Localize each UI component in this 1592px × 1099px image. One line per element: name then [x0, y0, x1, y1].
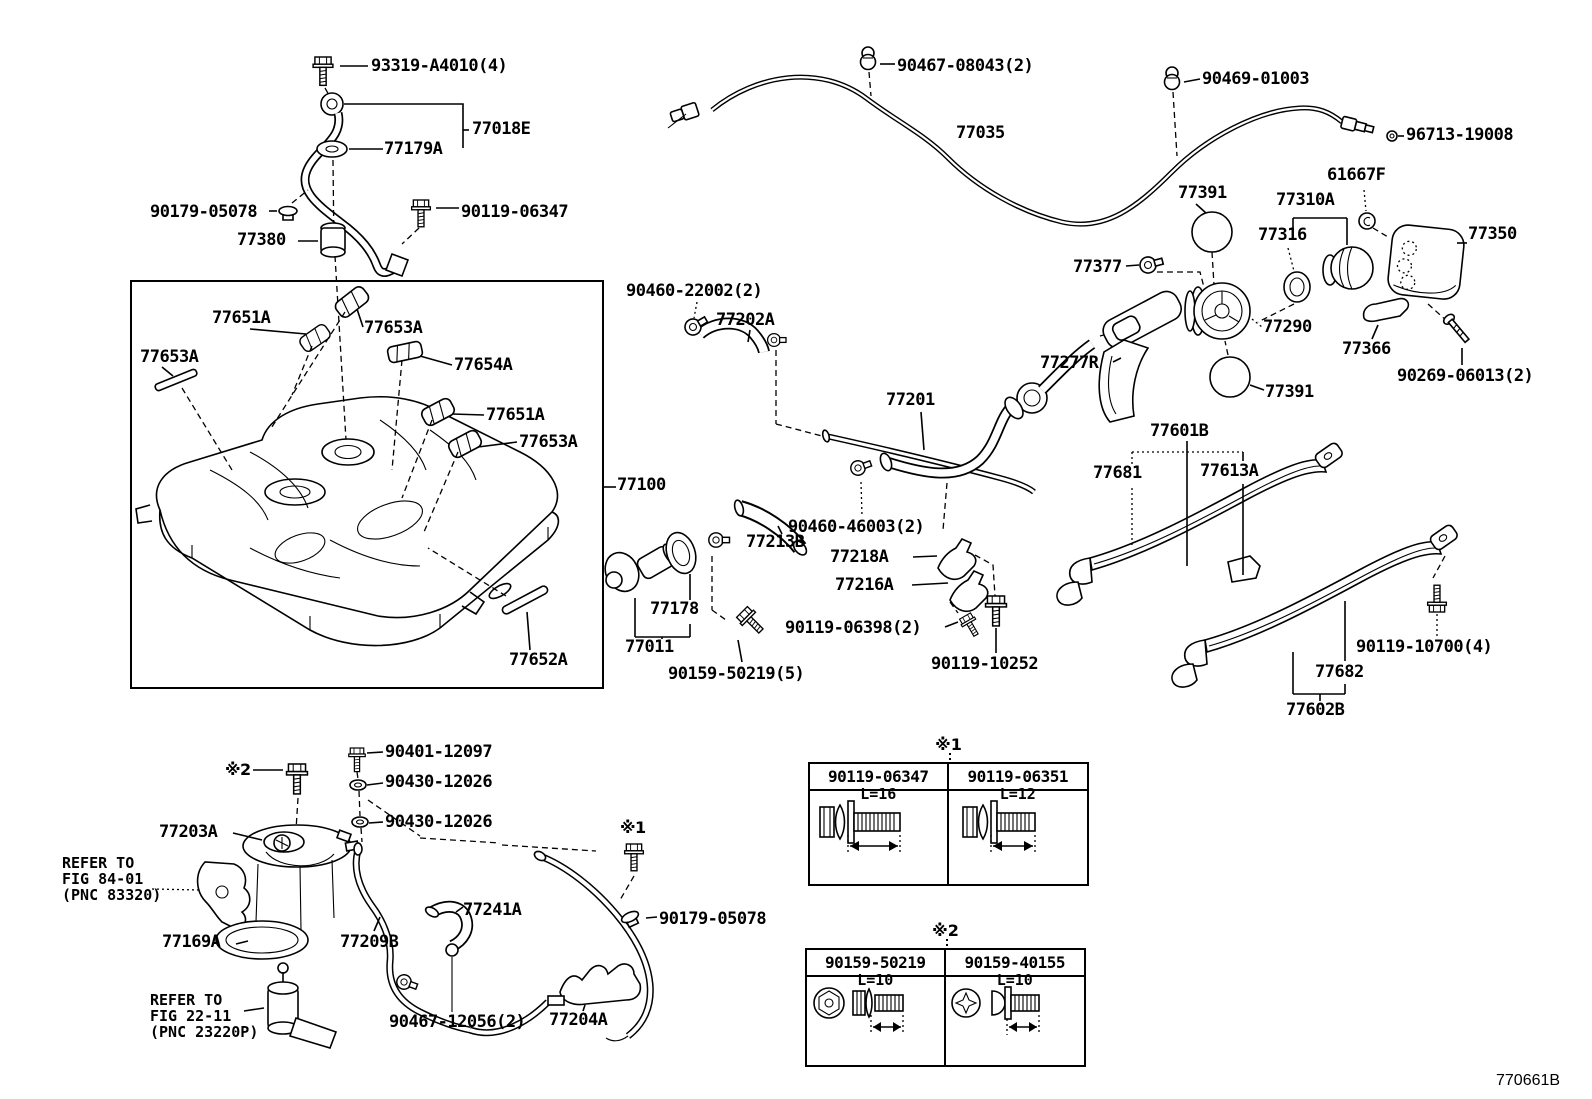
part-number-label: 77201: [886, 390, 935, 410]
part-number-label: 77350: [1468, 224, 1517, 244]
part-number-label: 90269-06013(2): [1397, 366, 1534, 386]
part-number-label: 90467-12056(2): [389, 1012, 526, 1032]
part-number-label: 77178: [650, 599, 699, 619]
part-number-label: 77652A: [509, 650, 568, 670]
part-number-label: 90430-12026: [385, 812, 493, 832]
marker-label: ※2: [225, 760, 251, 779]
spec-cell: L=12: [949, 785, 1088, 884]
part-number-label: 77316: [1258, 225, 1307, 245]
bolt-spec-table-2: ※2 90159-50219 90159-40155 L=10: [805, 921, 1086, 1067]
pump-plate-assembly: [151, 747, 658, 1049]
fuel-tank-drawing: [135, 395, 560, 647]
part-number-label: 77651A: [486, 405, 545, 425]
bolt-length: L=10: [857, 971, 894, 989]
breather-pipe-assembly: [269, 56, 469, 441]
fuel-cap-shield: [1098, 224, 1471, 423]
marker-label: ※1: [620, 818, 646, 837]
part-number-label: 77100: [617, 475, 666, 495]
bolt-length: L=10: [996, 971, 1033, 989]
part-number-label: 77653A: [140, 347, 199, 367]
part-number-label: 77290: [1263, 317, 1312, 337]
table-marker-line: [945, 939, 948, 950]
table-marker: ※2: [932, 921, 959, 940]
spec-part-number: 90159-50219: [807, 950, 946, 977]
tank-straps: [1056, 441, 1458, 701]
part-number-label: 77602B: [1286, 700, 1345, 720]
part-number-label: 90119-10700(4): [1356, 637, 1493, 657]
part-number-label: 61667F: [1327, 165, 1386, 185]
filler-neck-parts: [1125, 189, 1389, 398]
part-number-label: 77011: [625, 637, 674, 657]
fuel-tank-box: [130, 280, 616, 689]
table-marker: ※1: [935, 735, 962, 754]
part-number-label: 77018E: [472, 119, 531, 139]
part-number-label: 90119-06398(2): [785, 618, 922, 638]
part-number-label: 77277R: [1040, 353, 1099, 373]
part-number-label: 77216A: [835, 575, 894, 595]
part-number-label: 90467-08043(2): [897, 56, 1034, 76]
part-number-label: 77377: [1073, 257, 1122, 277]
part-number-label: 77653A: [519, 432, 578, 452]
filler-pipe-assembly: [604, 301, 1181, 663]
spec-part-number: 90159-40155: [945, 950, 1084, 977]
part-number-label: 90179-05078: [659, 909, 767, 929]
release-cable: [667, 46, 1404, 227]
part-number-label: 77682: [1315, 662, 1364, 682]
part-number-label: 90119-10252: [931, 654, 1039, 674]
part-number-label: 77241A: [463, 900, 522, 920]
tank-cushion-pads: [154, 286, 549, 651]
part-number-label: 93319-A4010(4): [371, 56, 508, 76]
part-number-label: 77310A: [1276, 190, 1335, 210]
part-number-label: 77035: [956, 123, 1005, 143]
part-number-label: 90460-22002(2): [626, 281, 763, 301]
spec-cell: L=10: [946, 971, 1085, 1065]
part-number-label: 90119-06347: [461, 202, 569, 222]
part-number-label: 77202A: [716, 310, 775, 330]
bolt-length: L=16: [860, 785, 897, 803]
part-number-label: 77654A: [454, 355, 513, 375]
part-number-label: 77209B: [340, 932, 399, 952]
hex-bolt-side-icon: [819, 800, 901, 853]
part-number-label: 77651A: [212, 308, 271, 328]
spec-part-number: 90119-06351: [948, 764, 1087, 791]
part-number-label: 90460-46003(2): [788, 517, 925, 537]
bolt-spec-table-1: ※1 90119-06347 90119-06351 L=16 L=12: [808, 735, 1089, 886]
part-number-label: 77391: [1265, 382, 1314, 402]
hex-bolt-front-icon: [813, 987, 904, 1035]
part-number-label: 77213B: [746, 532, 805, 552]
part-number-label: 77169A: [162, 932, 221, 952]
part-number-label: 77391: [1178, 183, 1227, 203]
part-number-label: 77653A: [364, 318, 423, 338]
part-number-label: 90430-12026: [385, 772, 493, 792]
part-number-label: 77601B: [1150, 421, 1209, 441]
part-number-label: 77204A: [549, 1010, 608, 1030]
part-number-label: 77681: [1093, 463, 1142, 483]
bolt-length: L=12: [999, 785, 1036, 803]
part-number-label: 90469-01003: [1202, 69, 1310, 89]
part-number-label: 77203A: [159, 822, 218, 842]
part-number-label: 77613A: [1200, 461, 1259, 481]
part-number-label: 77179A: [384, 139, 443, 159]
spec-cell: L=16: [810, 785, 949, 884]
hex-bolt-side-icon: [961, 800, 1036, 853]
part-number-label: 77380: [237, 230, 286, 250]
pan-screw-front-icon: [950, 986, 1040, 1035]
part-number-label: 90159-50219(5): [668, 664, 805, 684]
part-number-label: 77366: [1342, 339, 1391, 359]
part-number-label: 90179-05078: [150, 202, 258, 222]
figure-id: 770661B: [1496, 1072, 1561, 1089]
spec-cell: L=10: [807, 971, 946, 1065]
part-number-label: 77218A: [830, 547, 889, 567]
table-marker-line: [948, 753, 951, 764]
spec-part-number: 90119-06347: [810, 764, 949, 791]
part-number-label: 90401-12097: [385, 742, 493, 762]
part-number-label: 96713-19008: [1406, 125, 1514, 145]
